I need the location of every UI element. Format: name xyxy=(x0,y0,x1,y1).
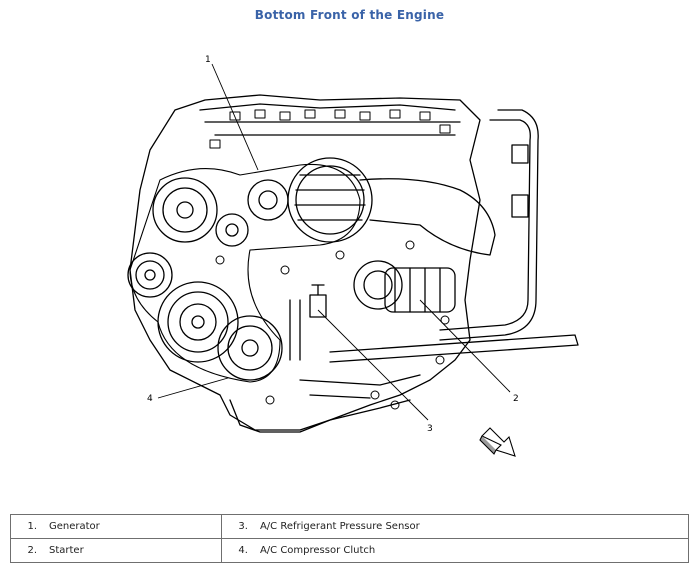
callout-2: 2 xyxy=(513,394,519,404)
legend-number: 3. xyxy=(238,521,248,532)
legend-label: Generator xyxy=(49,521,100,532)
oil-pan-lower xyxy=(299,374,421,399)
leader-1 xyxy=(211,63,259,171)
legend-table: 1. Generator 3. A/C Refrigerant Pressure… xyxy=(10,514,690,563)
legend-label: A/C Compressor Clutch xyxy=(259,545,376,556)
top-details xyxy=(209,109,451,149)
engine-diagram: 1 2 3 4 xyxy=(127,55,579,457)
legend-number: 1. xyxy=(27,521,37,532)
legend-number: 2. xyxy=(27,545,37,556)
leader-4 xyxy=(157,377,229,399)
drive-belt xyxy=(129,163,361,383)
table-row: 2. Starter 4. A/C Compressor Clutch xyxy=(10,538,690,563)
generator xyxy=(247,157,373,243)
valve-cover xyxy=(199,103,461,136)
callout-1: 1 xyxy=(205,55,211,65)
callout-3: 3 xyxy=(427,424,433,434)
leader-2 xyxy=(419,299,511,393)
leader-3 xyxy=(317,309,429,421)
callout-4: 4 xyxy=(147,394,153,404)
refrigerant-line xyxy=(439,109,539,341)
crank-pulley xyxy=(157,281,239,363)
legend-label: Starter xyxy=(49,545,84,556)
ac-hose xyxy=(329,334,579,363)
engine-block-outline xyxy=(129,94,481,431)
legend-cell: 2. Starter xyxy=(10,538,222,563)
intake-tube xyxy=(359,178,496,256)
oil-pan xyxy=(229,399,411,433)
legend-cell: 4. A/C Compressor Clutch xyxy=(220,538,690,563)
legend-label: A/C Refrigerant Pressure Sensor xyxy=(259,521,420,532)
starter xyxy=(353,260,456,313)
ac-pressure-sensor xyxy=(289,284,327,361)
front-arrow-icon xyxy=(479,427,516,457)
ac-compressor-clutch xyxy=(217,315,283,381)
idler-pulley xyxy=(127,252,173,298)
upper-pulleys xyxy=(152,177,249,247)
legend-cell: 1. Generator xyxy=(10,514,222,539)
bolts xyxy=(215,240,450,410)
legend-number: 4. xyxy=(238,545,248,556)
legend-cell: 3. A/C Refrigerant Pressure Sensor xyxy=(220,514,690,539)
table-row: 1. Generator 3. A/C Refrigerant Pressure… xyxy=(10,514,690,539)
figure-title: Bottom Front of the Engine xyxy=(254,8,445,22)
